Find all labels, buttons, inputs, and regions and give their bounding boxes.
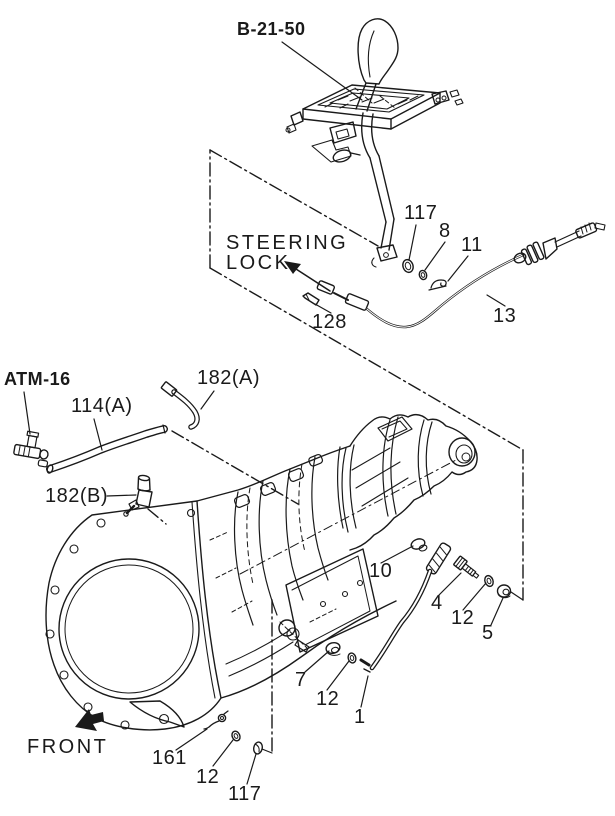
callout-117-bottom: 117 <box>228 783 262 805</box>
shift-select-cable <box>302 222 606 329</box>
callout-8: 8 <box>439 220 451 242</box>
callout-1: 1 <box>354 706 366 728</box>
callout-12-right: 12 <box>451 607 475 629</box>
steering-lock-arrow <box>284 261 331 292</box>
shift-lever-assembly <box>285 18 464 268</box>
callout-12-bottom: 12 <box>196 766 220 788</box>
callout-5: 5 <box>482 622 494 644</box>
callout-128: 128 <box>312 311 347 333</box>
callout-13: 13 <box>493 305 517 327</box>
fasteners-right <box>410 538 512 599</box>
transmission-body <box>45 413 478 731</box>
section-frame-lines <box>147 149 524 753</box>
callout-assembly-ref: B-21-50 <box>237 19 306 39</box>
callout-117-top: 117 <box>404 202 438 224</box>
front-direction-arrow <box>75 709 104 731</box>
cable-small-parts <box>402 258 447 291</box>
atm-tee-fitting <box>13 430 49 468</box>
callout-leader-lines <box>23 41 524 785</box>
gear-control-rod <box>359 542 452 673</box>
callout-atm-ref: ATM-16 <box>4 369 71 389</box>
vacuum-hose-114a <box>46 424 168 474</box>
callout-10: 10 <box>369 560 393 582</box>
front-label: FRONT <box>27 736 109 758</box>
steering-lock-label: STEERING LOCK <box>226 232 349 275</box>
callout-11: 11 <box>461 234 483 256</box>
callout-182b: 182(B) <box>45 485 109 507</box>
callout-182a: 182(A) <box>197 367 261 389</box>
fasteners-mid <box>325 641 357 664</box>
callout-4: 4 <box>431 592 443 614</box>
callout-161: 161 <box>152 747 187 769</box>
breather-pipe-182a <box>160 381 200 430</box>
callout-114a: 114(A) <box>71 395 133 417</box>
fasteners-bottom <box>203 710 263 755</box>
callout-7: 7 <box>295 669 307 691</box>
callout-12-mid: 12 <box>316 688 340 710</box>
